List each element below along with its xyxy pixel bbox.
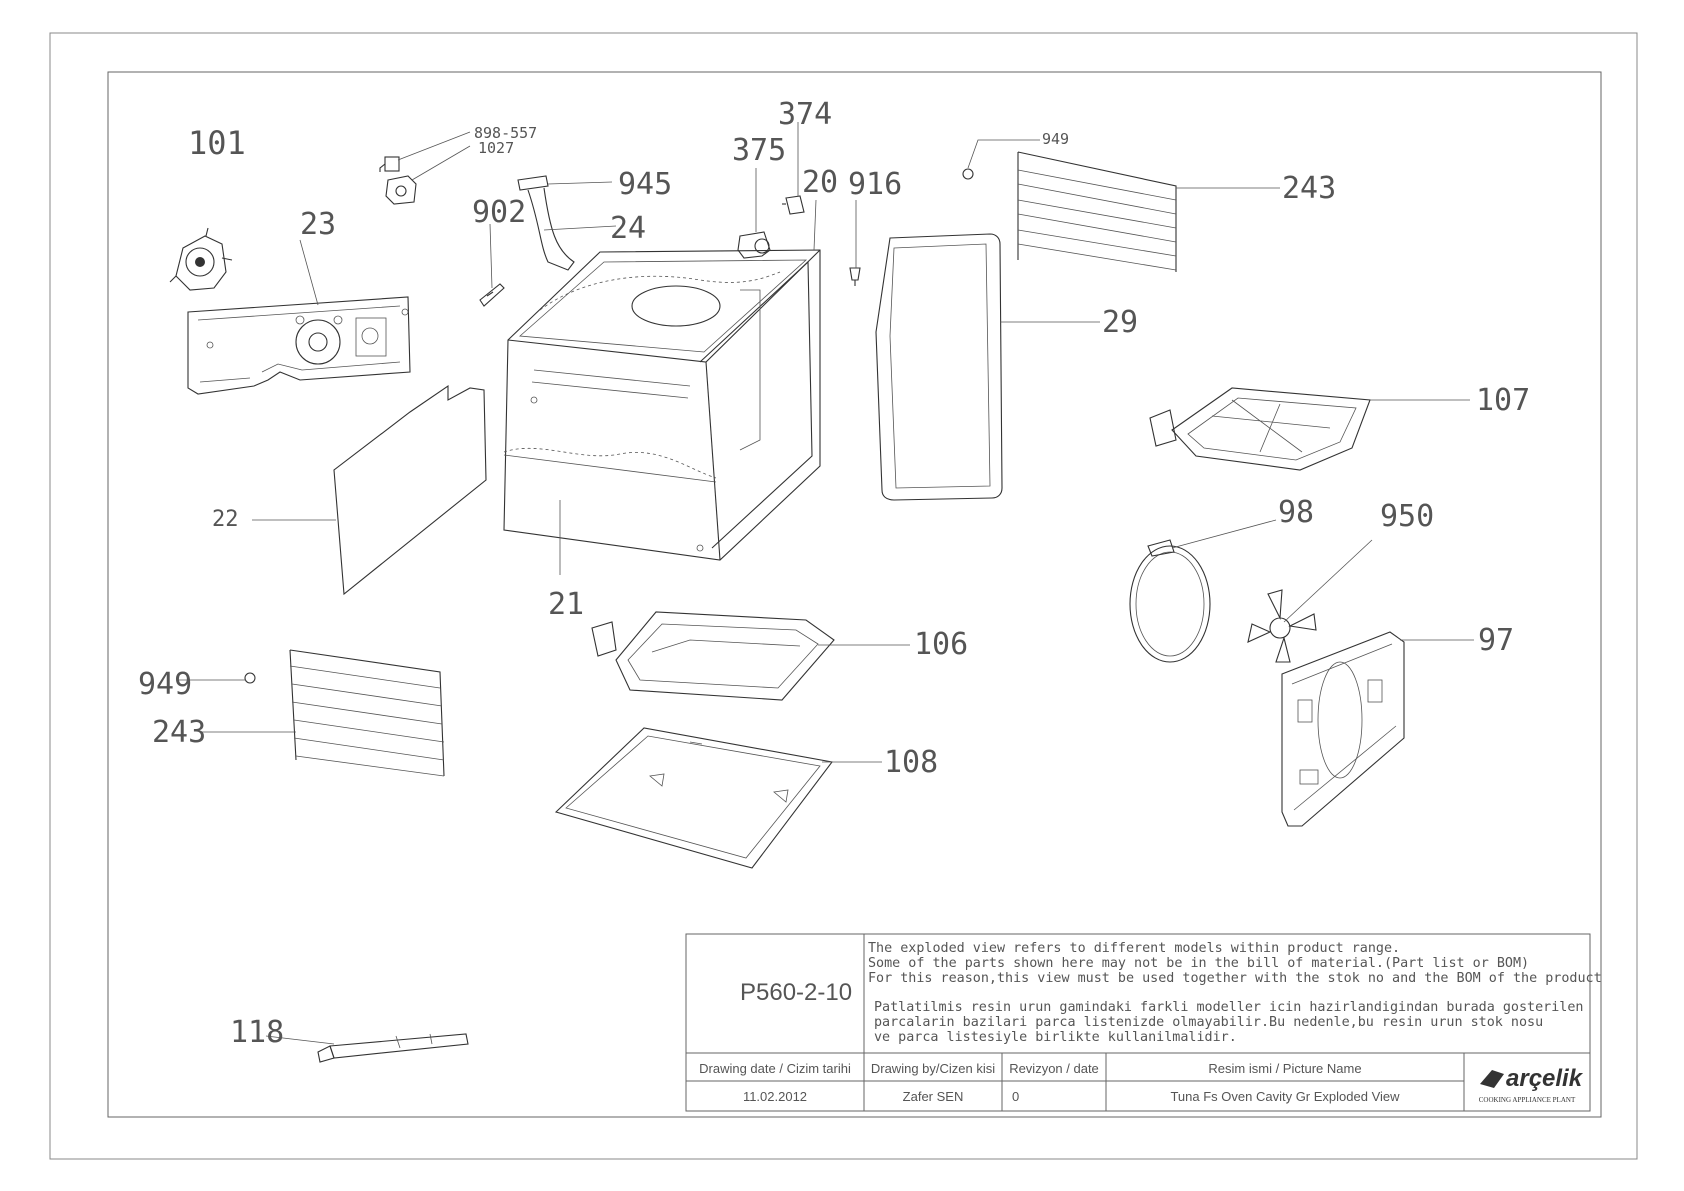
- part-106-bottom-element: [591, 611, 835, 701]
- part-945-vent-duct: [517, 175, 575, 271]
- part-20-21-oven-cavity: [503, 249, 821, 561]
- callout-29: 29: [1102, 305, 1138, 340]
- callout-24: 24: [610, 211, 646, 246]
- callout-1027: 1027: [478, 139, 514, 157]
- brand-name: arçelik: [1506, 1065, 1584, 1092]
- title-block: P560-2-10 The exploded view refers to di…: [685, 933, 1602, 1112]
- brand-subtitle: COOKING APPLIANCE PLANT: [1479, 1096, 1576, 1104]
- callout-22: 22: [212, 507, 239, 532]
- callout-108: 108: [884, 745, 938, 780]
- part-108-cavity-floor: [554, 727, 833, 869]
- callout-916: 916: [848, 167, 902, 202]
- callout-98: 98: [1278, 495, 1314, 530]
- callout-902: 902: [472, 195, 526, 230]
- part-98-fan-ring: [1129, 539, 1211, 663]
- leader-lines: [178, 122, 1474, 1045]
- part-950-fan-blade: [1247, 589, 1317, 663]
- value-drawing-by: Zafer SEN: [903, 1089, 964, 1104]
- callout-23: 23: [300, 207, 336, 242]
- part-898-557-thermostat: [379, 156, 400, 172]
- part-374-lamp-cover: [782, 195, 805, 215]
- part-243-side-rack-left: [289, 649, 445, 777]
- callout-374: 374: [778, 97, 832, 132]
- part-916-screw: [849, 267, 861, 286]
- brand-mark-icon: [1480, 1070, 1504, 1088]
- part-902-clip: [479, 283, 505, 307]
- callout-945: 945: [618, 167, 672, 202]
- part-949-rack-screw: [244, 672, 256, 684]
- part-101-fan-motor: [169, 227, 233, 291]
- header-revision: Revizyon / date: [1009, 1061, 1099, 1076]
- callout-118: 118: [230, 1015, 284, 1050]
- callout-101: 101: [188, 124, 246, 162]
- part-107-grill-element: [1149, 387, 1371, 471]
- callout-243-top: 243: [1282, 171, 1336, 206]
- note-tr-3: ve parca listesiyle birlikte kullanilmal…: [874, 1030, 1237, 1045]
- callout-243-left: 243: [152, 715, 206, 750]
- note-en-2: Some of the parts shown here may not be …: [868, 956, 1529, 971]
- callout-21: 21: [548, 587, 584, 622]
- callout-898-557: 898-557: [474, 124, 537, 142]
- note-en-3: For this reason,this view must be used t…: [868, 971, 1602, 986]
- header-drawing-date: Drawing date / Cizim tarihi: [699, 1061, 851, 1076]
- part-243-side-rack-right: [962, 151, 1177, 272]
- callout-106: 106: [914, 627, 968, 662]
- drawing-number: P560-2-10: [740, 979, 852, 1006]
- callout-949-left: 949: [138, 667, 192, 702]
- callout-949-top: 949: [1042, 130, 1069, 148]
- part-22-side-insulation: [333, 384, 487, 596]
- part-118-lower-heater: [317, 1033, 469, 1063]
- part-1027-bracket: [385, 175, 417, 205]
- part-375-lamp-holder: [737, 231, 771, 259]
- value-drawing-date: 11.02.2012: [743, 1089, 807, 1104]
- callout-375: 375: [732, 133, 786, 168]
- part-97-fan-cover: [1281, 631, 1405, 827]
- note-tr-1: Patlatilmis resin urun gamindaki farkli …: [874, 1000, 1583, 1015]
- value-revision: 0: [1012, 1089, 1019, 1104]
- callout-107: 107: [1476, 383, 1530, 418]
- brand-logo: arçelik COOKING APPLIANCE PLANT: [1479, 1065, 1584, 1104]
- outer-border: [49, 32, 1638, 1160]
- callout-labels: 101 898-557 1027 374 375 20 916 945 24 9…: [138, 97, 1530, 1050]
- note-tr-2: parcalarin bazilari parca listenizde olm…: [874, 1015, 1543, 1030]
- callout-20: 20: [802, 165, 838, 200]
- header-picture-name: Resim ismi / Picture Name: [1208, 1061, 1361, 1076]
- callout-950: 950: [1380, 499, 1434, 534]
- callout-97: 97: [1478, 623, 1514, 658]
- inner-border: [107, 71, 1602, 1118]
- part-29-door-gasket: [875, 233, 1003, 501]
- part-23-rear-panel: [187, 296, 411, 395]
- header-drawing-by: Drawing by/Cizen kisi: [871, 1061, 995, 1076]
- note-en-1: The exploded view refers to different mo…: [868, 941, 1400, 956]
- value-picture-name: Tuna Fs Oven Cavity Gr Exploded View: [1170, 1089, 1400, 1104]
